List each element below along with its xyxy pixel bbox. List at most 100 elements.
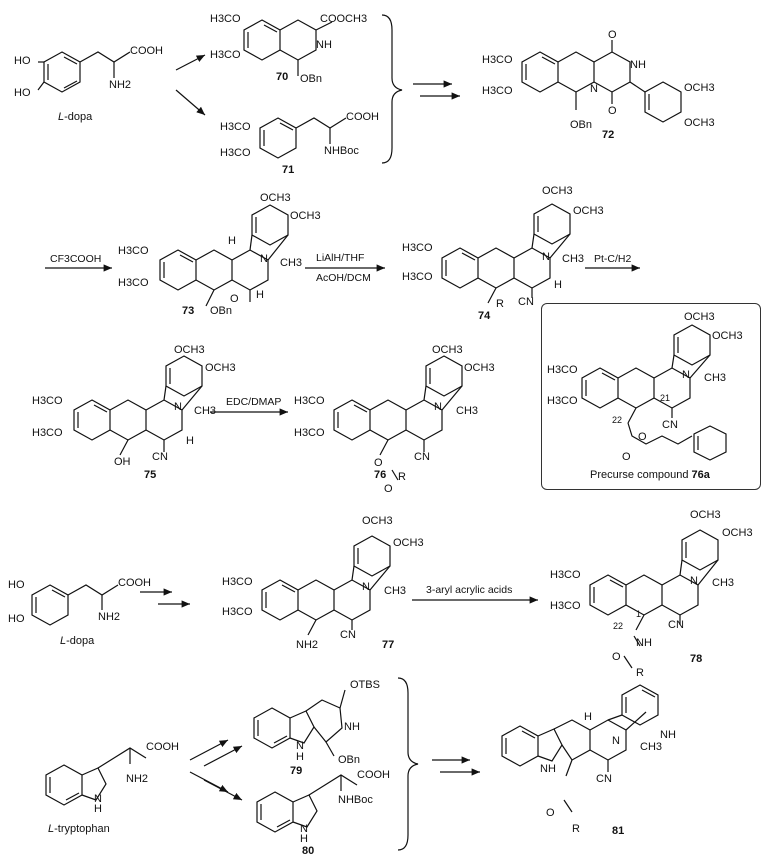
c78-position-22: 22 <box>613 621 624 631</box>
ldopa1-label: L-dopa <box>58 111 93 123</box>
c81-o: O <box>546 807 555 819</box>
c76-ch3: CH3 <box>456 405 479 417</box>
c74-h3co-top: H3CO <box>402 242 433 254</box>
compound-81-number: 81 <box>612 825 625 837</box>
c75-och3-top: OCH3 <box>174 344 205 356</box>
c72-h3co-top: H3CO <box>482 54 513 66</box>
c76a-n: N <box>682 369 690 381</box>
c81-n: N <box>612 735 620 747</box>
c73-ch3: CH3 <box>280 257 303 269</box>
c81-h: H <box>584 711 592 723</box>
c73-h3co-bottom: H3CO <box>118 277 149 289</box>
c75-h3co-top: H3CO <box>32 395 63 407</box>
c79-h: H <box>296 751 304 763</box>
compound-79-number: 79 <box>290 765 303 777</box>
c76a-och3-top: OCH3 <box>684 311 715 323</box>
l-tryptophan-structure <box>45 747 147 806</box>
c77-h3co-top: H3CO <box>222 576 253 588</box>
c76a-och3-right: OCH3 <box>712 330 743 342</box>
c76-och3-right: OCH3 <box>464 362 495 374</box>
c78-n: N <box>690 575 698 587</box>
c73-n: N <box>260 253 268 265</box>
c76a-h3co-top: H3CO <box>547 364 578 376</box>
brace-row1 <box>381 14 403 164</box>
c74-h: H <box>554 279 562 291</box>
c77-och3-right: OCH3 <box>393 537 424 549</box>
c75-oh: OH <box>114 456 131 468</box>
c74-h3co-bottom: H3CO <box>402 271 433 283</box>
c79-otbs: OTBS <box>350 679 380 691</box>
compound-74-structure <box>441 203 571 304</box>
c70-obn: OBn <box>300 73 323 85</box>
c77-n: N <box>362 581 370 593</box>
c73-obn: OBn <box>210 305 233 317</box>
c81-ch3: CH3 <box>640 741 663 753</box>
c78-h3co-bottom: H3CO <box>550 600 581 612</box>
c76a-o-ester: O <box>638 431 647 443</box>
compound-76a-structure <box>581 324 727 461</box>
c78-ch3: CH3 <box>712 577 735 589</box>
c75-ch3: CH3 <box>194 405 217 417</box>
c78-h3co-top: H3CO <box>550 569 581 581</box>
ldopa1-cooh: COOH <box>130 45 163 57</box>
l-tryptophan-label: L-tryptophan <box>48 823 110 835</box>
ldopa2-nh2: NH2 <box>98 611 121 623</box>
c75-och3-right: OCH3 <box>205 362 236 374</box>
compound-79-structure <box>253 689 346 757</box>
c78-o: O <box>612 651 621 663</box>
c77-h3co-bottom: H3CO <box>222 606 253 618</box>
c76-n: N <box>434 401 442 413</box>
c74-r: R <box>496 298 504 310</box>
compound-70-structure <box>243 19 333 76</box>
compound-77-number: 77 <box>382 639 395 651</box>
compound-72-number: 72 <box>602 129 615 141</box>
c74-cn: CN <box>518 296 534 308</box>
c71-cooh: COOH <box>346 111 379 123</box>
c77-ch3: CH3 <box>384 585 407 597</box>
reagent-lialh: LiAlH/THF <box>316 252 365 264</box>
c79-nh: NH <box>344 721 360 733</box>
c73-h3co-top: H3CO <box>118 245 149 257</box>
c78-nh: NH <box>636 637 652 649</box>
ldopa2-ho-top: HO <box>8 579 25 591</box>
c81-nh-top: NH <box>660 729 676 741</box>
trp-n: N <box>94 793 102 805</box>
brace-row5 <box>397 677 419 851</box>
precursor-highlight-box <box>541 303 761 490</box>
compound-80-structure <box>256 774 358 833</box>
compound-73-structure <box>159 204 289 307</box>
c74-och3-right: OCH3 <box>573 205 604 217</box>
ldopa2-label: L-dopa <box>60 635 95 647</box>
c80-cooh: COOH <box>357 769 390 781</box>
c77-cn: CN <box>340 629 356 641</box>
c72-o-bottom: O <box>608 105 617 117</box>
arrow-to-79-b <box>203 745 243 767</box>
reagent-edc: EDC/DMAP <box>226 396 282 408</box>
c81-cn: CN <box>596 773 612 785</box>
c81-r: R <box>572 823 580 835</box>
c77-och3-top: OCH3 <box>362 515 393 527</box>
c78-och3-top: OCH3 <box>690 509 721 521</box>
c75-h: H <box>186 435 194 447</box>
c72-n: N <box>590 83 598 95</box>
reagent-acrylic: 3-aryl acrylic acids <box>426 584 513 596</box>
l-dopa-structure-2 <box>31 584 119 626</box>
c71-h3co-top: H3CO <box>220 121 251 133</box>
c72-o-top: O <box>608 29 617 41</box>
compound-72-structure <box>521 40 682 123</box>
c76-h3co-bottom: H3CO <box>294 427 325 439</box>
c80-nhboc: NHBoc <box>338 794 373 806</box>
reagent-tfa: CF3COOH <box>50 253 102 265</box>
ldopa1-ho-top: HO <box>14 55 31 67</box>
c76a-o-carbonyl: O <box>622 451 631 463</box>
compound-78-number: 78 <box>690 653 703 665</box>
ldopa2-cooh: COOH <box>118 577 151 589</box>
c73-h-bottom: H <box>256 289 264 301</box>
c76-h3co-top: H3CO <box>294 395 325 407</box>
compound-75-number: 75 <box>144 469 157 481</box>
c81-nh-left: NH <box>540 763 556 775</box>
c70-h3co-bottom: H3CO <box>210 49 241 61</box>
trp-cooh: COOH <box>146 741 179 753</box>
ldopa1-ho-bottom: HO <box>14 87 31 99</box>
